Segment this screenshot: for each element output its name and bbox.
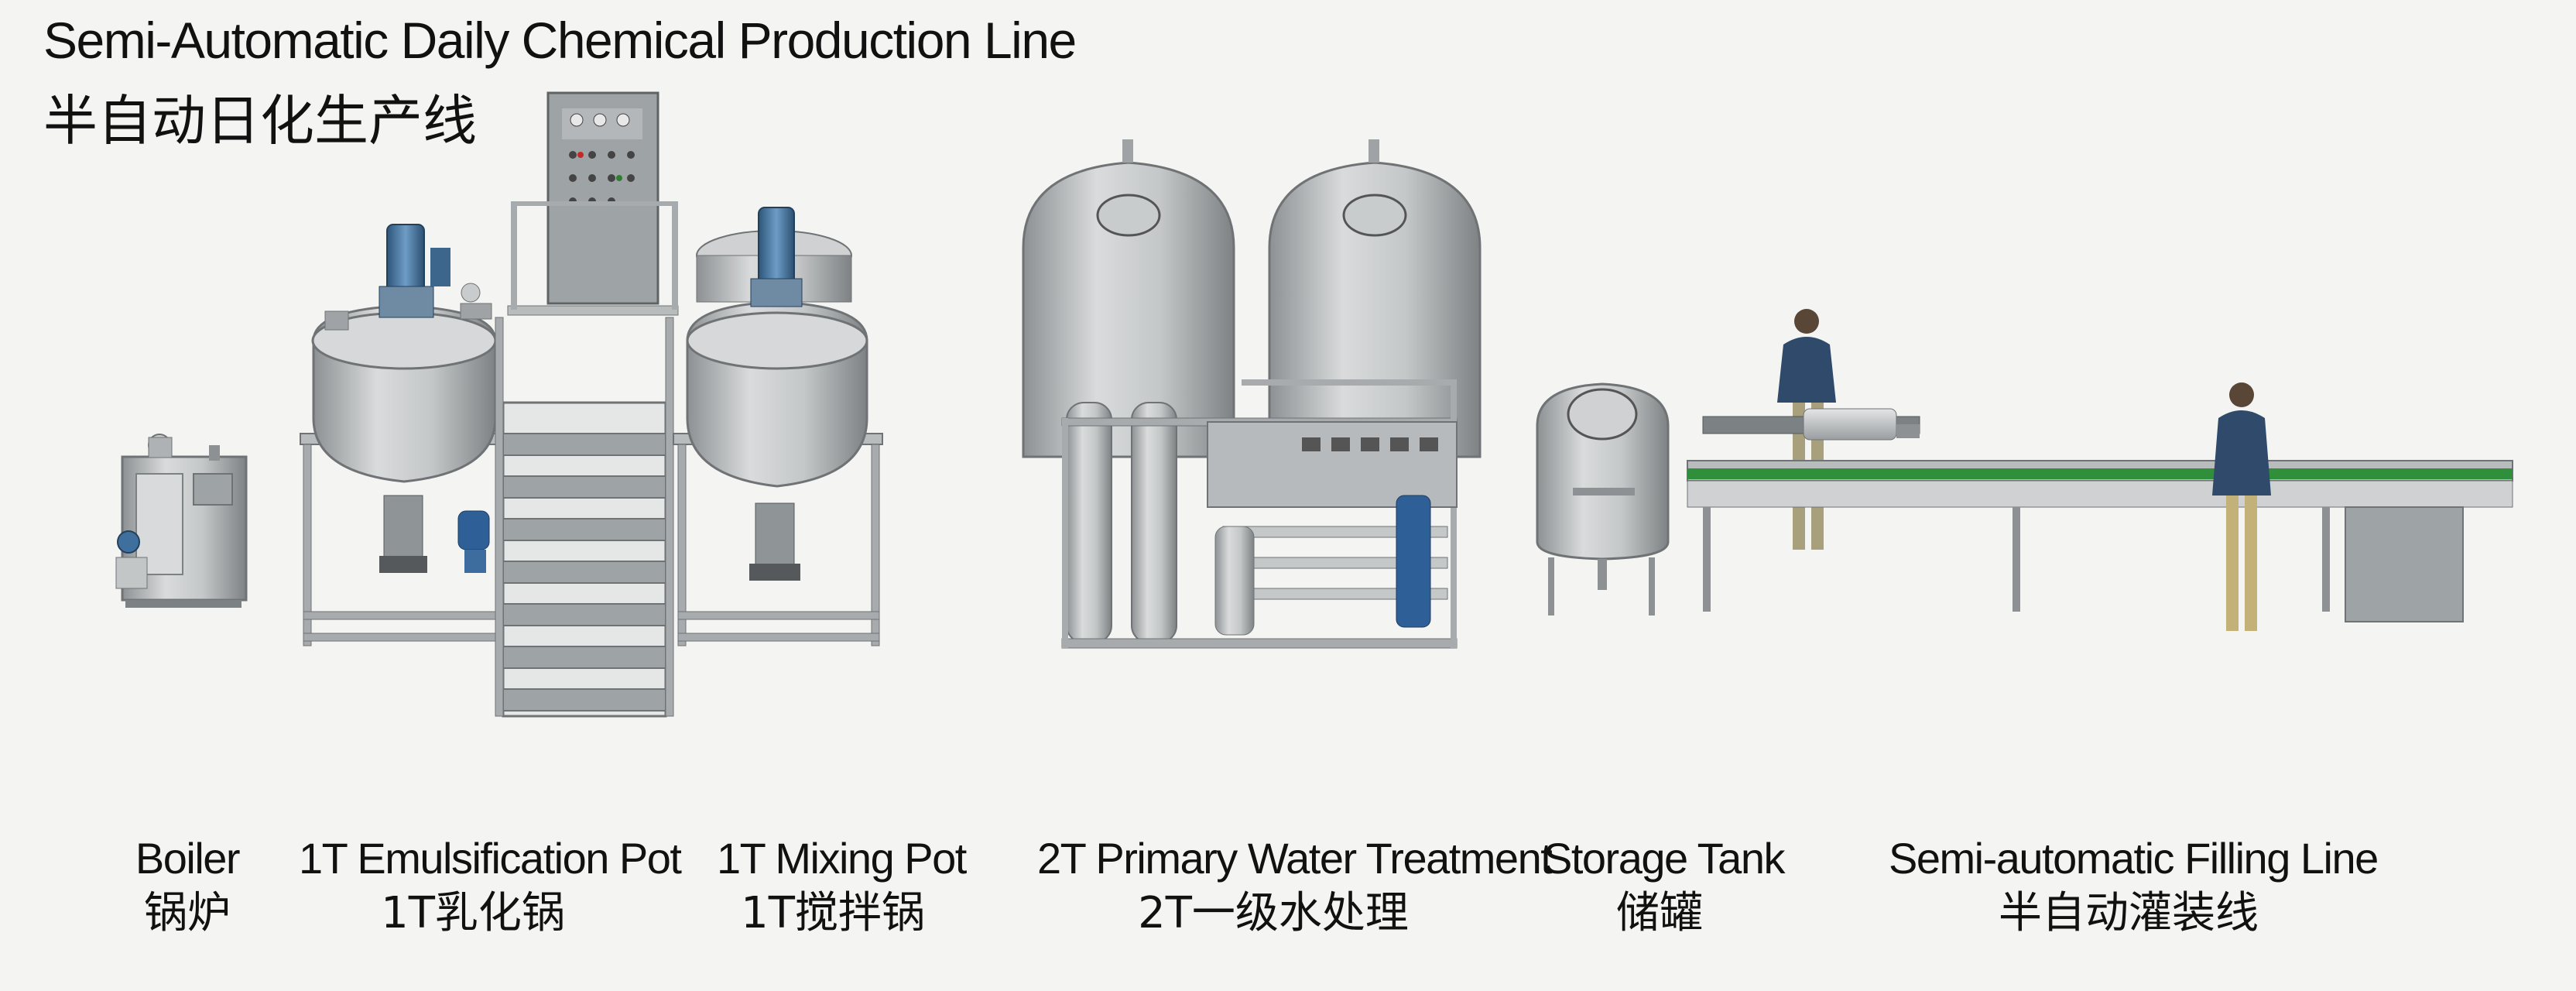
label-emulsification-pot-en: 1T Emulsification Pot bbox=[299, 834, 682, 883]
label-storage-tank-cn: 储罐 bbox=[1616, 888, 1703, 939]
mixing-pot-graphic bbox=[673, 207, 883, 646]
label-emulsification-pot: 1T Emulsification Pot 1T乳化锅 bbox=[299, 832, 682, 939]
label-water-treatment-en: 2T Primary Water Treatment bbox=[1037, 834, 1553, 883]
label-filling-line: Semi-automatic Filling Line 半自动灌装线 bbox=[1889, 832, 2379, 939]
water-treatment-graphic bbox=[1022, 139, 1482, 649]
control-platform-graphic bbox=[495, 91, 679, 718]
diagram-title-en: Semi-Automatic Daily Chemical Production… bbox=[43, 12, 1077, 69]
label-mixing-pot-cn: 1T搅拌锅 bbox=[741, 888, 925, 939]
label-boiler-en: Boiler bbox=[135, 834, 241, 883]
label-boiler-cn: 锅炉 bbox=[144, 888, 231, 939]
label-storage-tank: Storage Tank 储罐 bbox=[1543, 832, 1785, 939]
label-storage-tank-en: Storage Tank bbox=[1543, 834, 1785, 883]
label-filling-line-cn: 半自动灌装线 bbox=[1999, 888, 2259, 939]
label-filling-line-en: Semi-automatic Filling Line bbox=[1889, 834, 2379, 883]
label-emulsification-pot-cn: 1T乳化锅 bbox=[381, 888, 565, 939]
emulsification-pot-graphic bbox=[300, 224, 509, 646]
label-water-treatment-cn: 2T一级水处理 bbox=[1138, 888, 1409, 939]
filling-line-graphic bbox=[1687, 309, 2513, 631]
storage-tank-graphic bbox=[1536, 382, 1670, 616]
label-boiler: Boiler 锅炉 bbox=[133, 832, 242, 939]
label-mixing-pot: 1T Mixing Pot 1T搅拌锅 bbox=[717, 832, 967, 939]
boiler-graphic bbox=[115, 434, 248, 608]
label-water-treatment: 2T Primary Water Treatment 2T一级水处理 bbox=[1037, 832, 1553, 939]
diagram-title-cn: 半自动日化生产线 bbox=[43, 89, 477, 153]
label-mixing-pot-en: 1T Mixing Pot bbox=[717, 834, 967, 883]
